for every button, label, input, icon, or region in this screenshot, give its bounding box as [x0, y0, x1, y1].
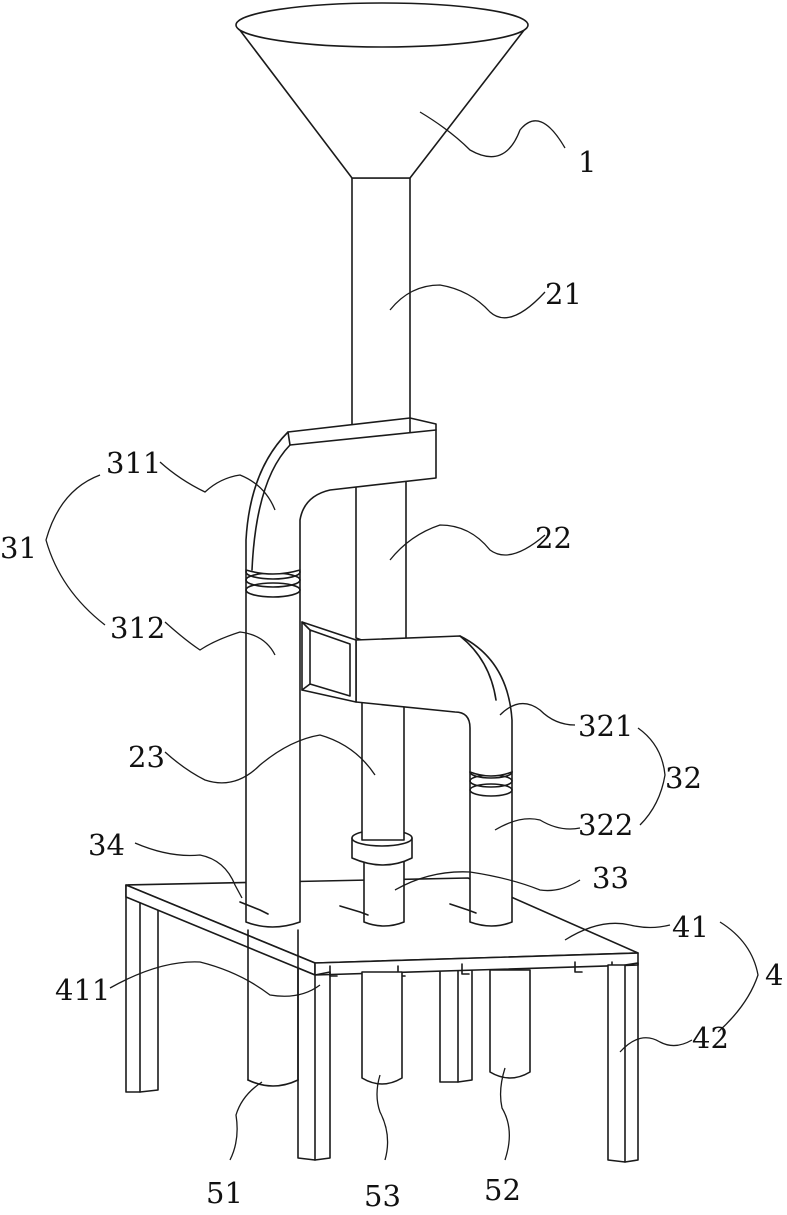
lower-pipe: [362, 700, 404, 840]
label-right-branch-pipe: 322: [578, 808, 633, 842]
upper-pipe: [352, 178, 410, 428]
funnel: [236, 3, 528, 178]
center-outlet-tube: [362, 972, 402, 1084]
left-branch-elbow: [246, 418, 436, 574]
label-right-branch-assembly: 32: [665, 761, 702, 795]
table-back-leg-middle: [440, 965, 472, 1082]
label-left-branch-assembly: 31: [0, 531, 37, 565]
label-funnel: 1: [578, 145, 596, 179]
table-front-leg-left: [298, 968, 330, 1160]
label-table-assembly: 4: [765, 958, 783, 992]
table-back-leg-left: [126, 885, 158, 1092]
right-branch-pipe: [470, 766, 512, 926]
label-lower-pipe: 23: [128, 740, 165, 774]
label-right-branch-elbow: 321: [578, 709, 633, 743]
label-middle-pipe: 22: [535, 521, 572, 555]
label-table-leg: 42: [692, 1021, 729, 1055]
label-table-top: 41: [672, 910, 709, 944]
label-left-branch-pipe: 312: [110, 611, 165, 645]
right-branch-elbow: [302, 622, 512, 776]
label-center-connector: 33: [592, 861, 629, 895]
label-left-outlet-tube: 51: [206, 1176, 243, 1210]
middle-pipe: [356, 470, 406, 643]
label-left-branch-elbow: 311: [106, 446, 161, 480]
table-front-leg-right: [608, 963, 638, 1162]
label-table-bracket: 411: [55, 973, 110, 1007]
label-center-outlet-tube: 53: [364, 1179, 401, 1213]
label-right-outlet-tube: 52: [484, 1173, 521, 1207]
label-clamp: 34: [88, 828, 125, 862]
left-branch-pipe: [246, 565, 300, 927]
right-outlet-tube: [490, 970, 530, 1078]
label-upper-pipe: 21: [545, 277, 582, 311]
